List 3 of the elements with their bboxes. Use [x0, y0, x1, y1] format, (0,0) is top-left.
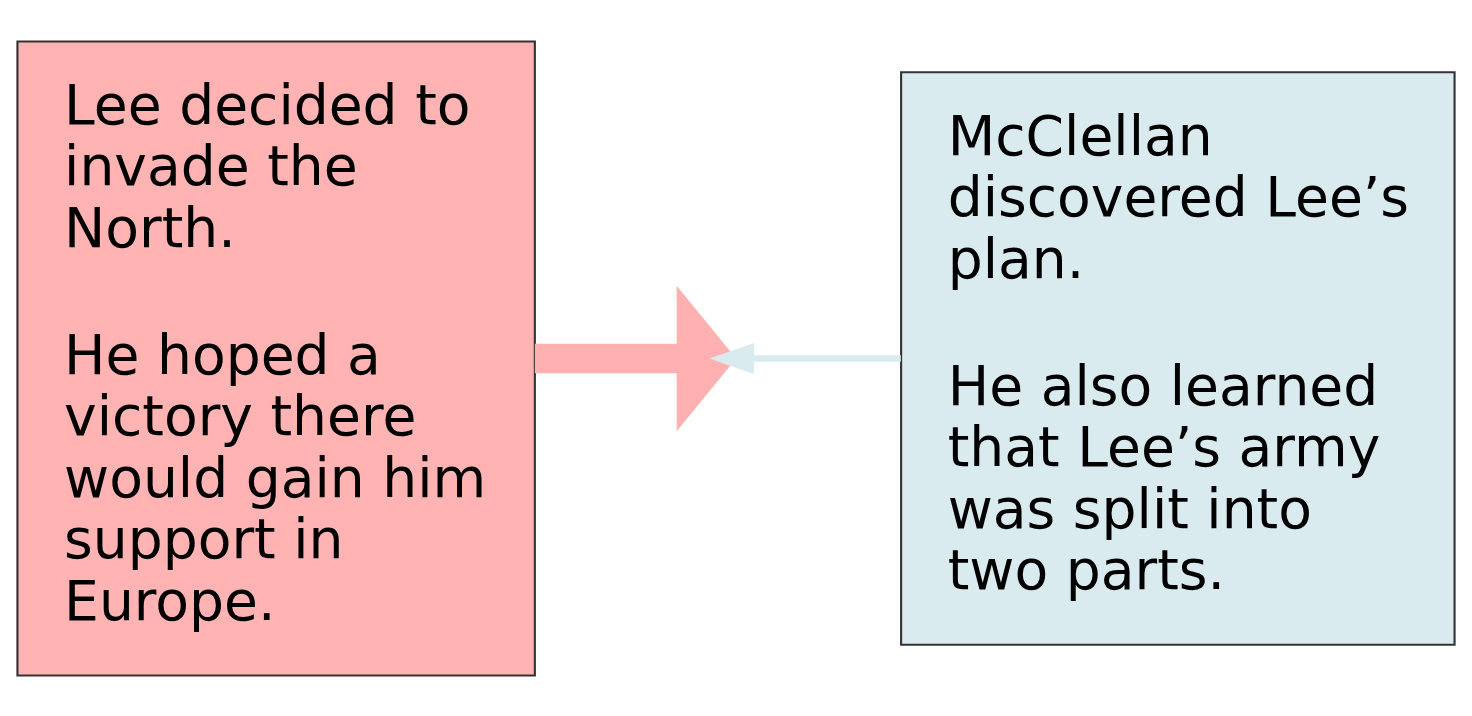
- node-box: Lee decided to invade the North. He hoped a victory there would gain him support in Europe.: [16, 39, 536, 677]
- node-box: McClellan discovered Lee’s plan. He also learned that Lee’s army was split into two parts.: [900, 70, 1456, 646]
- arrow: [709, 342, 901, 374]
